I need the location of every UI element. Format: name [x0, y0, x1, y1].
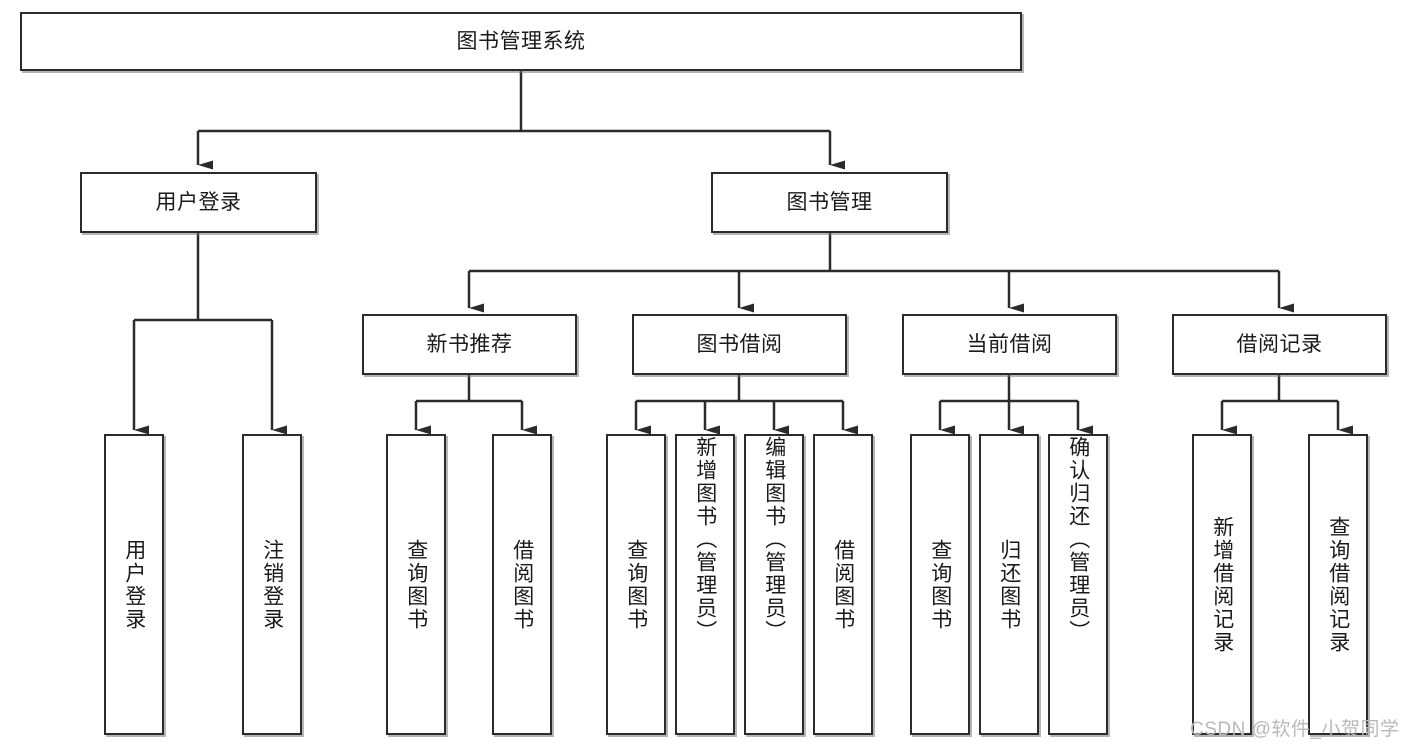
node-leaf-add-borrow-record[interactable]: 新增借阅记录 — [1192, 434, 1252, 735]
node-label: 查询图书 — [404, 538, 428, 631]
node-label: 查询图书 — [624, 538, 648, 631]
node-leaf-confirm-return-admin[interactable]: 确认归还（管理员） — [1048, 434, 1108, 735]
node-leaf-logout[interactable]: 注销登录 — [242, 434, 302, 735]
node-label: 用户登录 — [155, 190, 242, 214]
node-leaf-edit-book-admin[interactable]: 编辑图书（管理员） — [744, 434, 804, 735]
csdn-watermark: CSDN @软件_小贺同学 — [1190, 719, 1400, 740]
node-label: 图书管理系统 — [456, 29, 586, 53]
node-label: 新增借阅记录 — [1210, 515, 1234, 654]
node-label: 新增图书（管理员） — [693, 436, 717, 643]
node-leaf-query-book-recommend[interactable]: 查询图书 — [386, 434, 446, 735]
node-borrow-record[interactable]: 借阅记录 — [1172, 314, 1387, 375]
node-leaf-borrow-book-recommend[interactable]: 借阅图书 — [492, 434, 552, 735]
node-label: 借阅图书 — [510, 538, 534, 631]
node-leaf-borrow-book[interactable]: 借阅图书 — [813, 434, 873, 735]
node-label: 借阅记录 — [1236, 332, 1323, 356]
node-leaf-query-book-borrow[interactable]: 查询图书 — [606, 434, 666, 735]
node-leaf-return-book[interactable]: 归还图书 — [979, 434, 1039, 735]
node-label: 确认归还（管理员） — [1066, 436, 1090, 643]
node-label: 图书管理 — [786, 190, 873, 214]
node-leaf-user-login[interactable]: 用户登录 — [104, 434, 164, 735]
node-book-borrow[interactable]: 图书借阅 — [632, 314, 847, 375]
node-root-book-management-system[interactable]: 图书管理系统 — [20, 12, 1022, 71]
node-label: 注销登录 — [260, 538, 284, 631]
node-label: 编辑图书（管理员） — [762, 436, 786, 643]
node-label: 查询图书 — [928, 538, 952, 631]
node-leaf-query-book-current[interactable]: 查询图书 — [910, 434, 970, 735]
node-label: 查询借阅记录 — [1326, 515, 1350, 654]
node-new-book-recommend[interactable]: 新书推荐 — [362, 314, 577, 375]
node-label: 借阅图书 — [831, 538, 855, 631]
node-label: 新书推荐 — [426, 332, 513, 356]
node-current-borrow[interactable]: 当前借阅 — [902, 314, 1117, 375]
node-label: 用户登录 — [122, 538, 146, 631]
node-leaf-query-borrow-record[interactable]: 查询借阅记录 — [1308, 434, 1368, 735]
node-label: 当前借阅 — [966, 332, 1053, 356]
node-label: 归还图书 — [997, 538, 1021, 631]
node-leaf-add-book-admin[interactable]: 新增图书（管理员） — [675, 434, 735, 735]
node-book-management[interactable]: 图书管理 — [711, 172, 948, 233]
node-user-login[interactable]: 用户登录 — [80, 172, 317, 233]
node-label: 图书借阅 — [696, 332, 783, 356]
